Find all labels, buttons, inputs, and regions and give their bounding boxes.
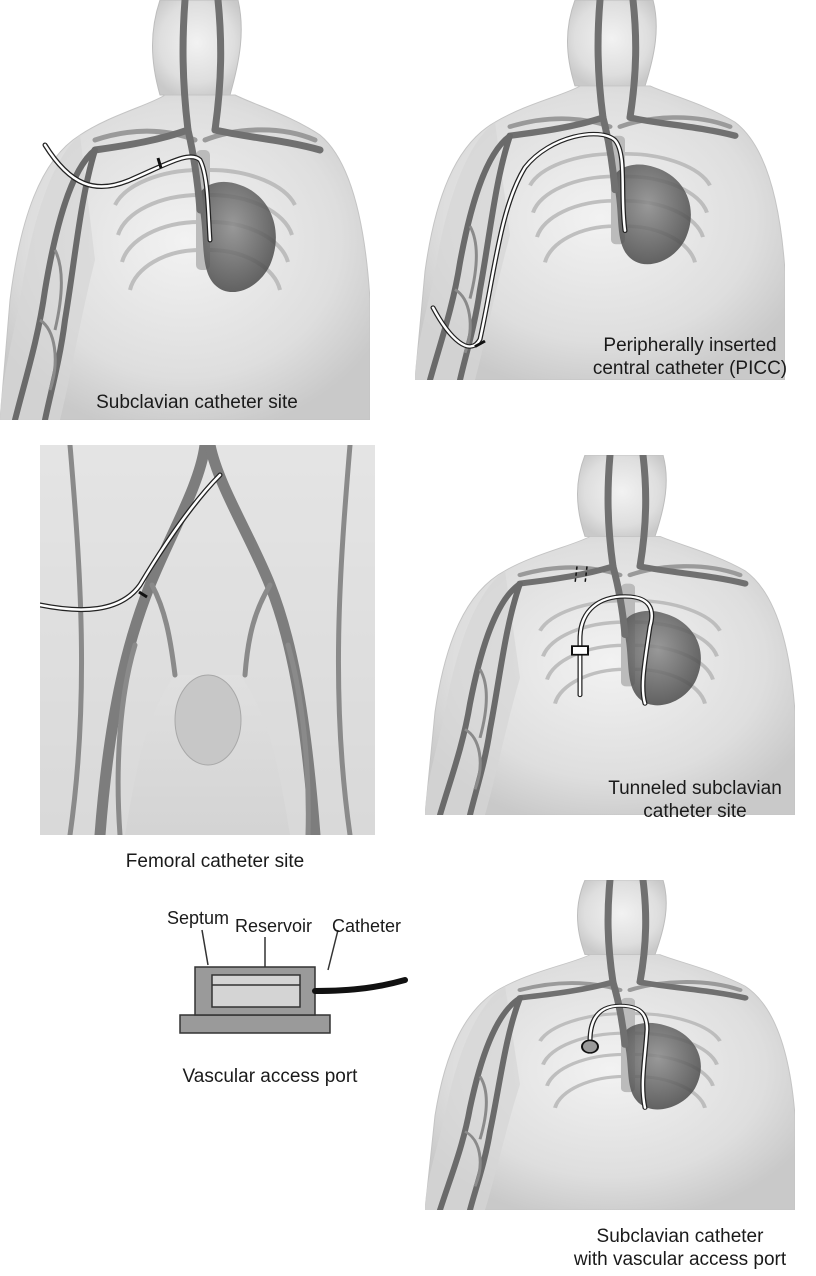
caption-line: catheter site [590, 800, 800, 823]
caption-picc: Peripherally inserted central catheter (… [570, 334, 810, 380]
caption-line: Vascular access port [130, 1065, 410, 1088]
caption-femoral: Femoral catheter site [80, 850, 350, 873]
caption-line: Femoral catheter site [80, 850, 350, 873]
caption-line: central catheter (PICC) [570, 357, 810, 380]
caption-tunneled: Tunneled subclavian catheter site [590, 777, 800, 823]
femoral-illustration [40, 445, 375, 835]
label-septum: Septum [167, 908, 229, 928]
caption-port-site: Subclavian catheter with vascular access… [545, 1225, 815, 1271]
label-reservoir: Reservoir [235, 916, 312, 936]
caption-line: Tunneled subclavian [590, 777, 800, 800]
port-site-illustration [425, 880, 795, 1210]
caption-line: Subclavian catheter [545, 1225, 815, 1248]
caption-port: Vascular access port [130, 1065, 410, 1088]
tunneled-illustration [425, 455, 795, 815]
caption-line: Subclavian catheter site [62, 391, 332, 414]
caption-line: with vascular access port [545, 1248, 815, 1271]
picc-illustration [415, 0, 785, 380]
caption-subclavian: Subclavian catheter site [62, 391, 332, 414]
subclavian-illustration [0, 0, 370, 420]
caption-line: Peripherally inserted [570, 334, 810, 357]
label-catheter: Catheter [332, 916, 401, 936]
